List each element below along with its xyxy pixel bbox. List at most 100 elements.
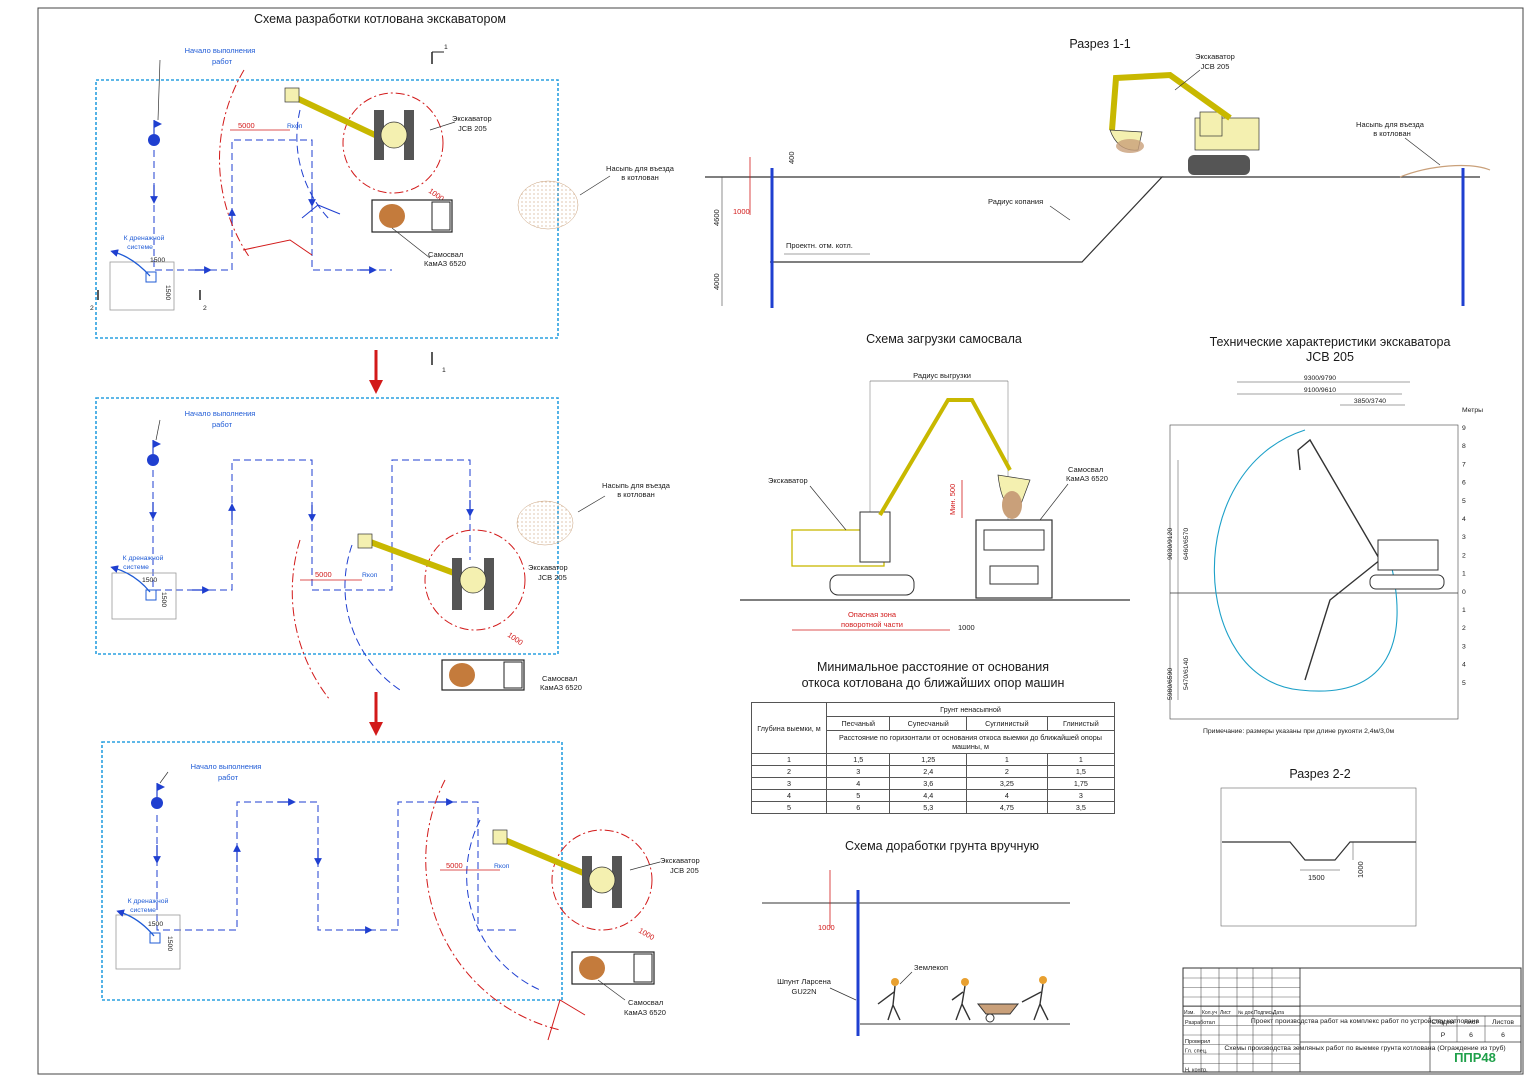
manual-scheme: Схема доработки грунта вручную 1000 Шпун… bbox=[762, 839, 1070, 1036]
svg-text:Разрез 1-1: Разрез 1-1 bbox=[1069, 37, 1130, 51]
table-cell: 1 bbox=[1046, 753, 1115, 766]
svg-text:в котлован: в котлован bbox=[621, 173, 659, 182]
svg-text:в котлован: в котлован bbox=[617, 490, 655, 499]
svg-text:Опасная зона: Опасная зона bbox=[848, 610, 897, 619]
svg-text:1500: 1500 bbox=[148, 921, 163, 928]
plan-stage-3: Начало выполнения работ 1500 1500 К дрен… bbox=[101, 741, 700, 1041]
table-cell: 5 bbox=[751, 801, 827, 814]
svg-text:Насыпь для въезда: Насыпь для въезда bbox=[606, 164, 675, 173]
scale-tick-label: 1 bbox=[1462, 571, 1466, 578]
svg-text:5980/6590: 5980/6590 bbox=[1167, 668, 1174, 700]
start-label: Начало выполнения bbox=[185, 46, 256, 55]
stamp-col-header: Дата bbox=[1273, 1010, 1284, 1016]
svg-text:Самосвал: Самосвал bbox=[628, 998, 663, 1007]
svg-text:Rкоп: Rкоп bbox=[494, 863, 510, 870]
table-cell: 5,3 bbox=[889, 801, 967, 814]
stamp-col-header: Лист bbox=[1220, 1010, 1232, 1016]
plan-stage-2: Начало выполнения работ 1500 1500 К дрен… bbox=[95, 397, 671, 701]
svg-text:Экскаватор: Экскаватор bbox=[1195, 52, 1235, 61]
table-cell: 1,25 bbox=[889, 753, 967, 766]
svg-text:1000: 1000 bbox=[958, 623, 975, 632]
svg-text:поворотной части: поворотной части bbox=[841, 620, 903, 629]
svg-text:JCB 205: JCB 205 bbox=[538, 573, 567, 582]
svg-text:400: 400 bbox=[787, 151, 796, 164]
scale-tick-label: 3 bbox=[1462, 534, 1466, 541]
svg-text:1: 1 bbox=[442, 367, 446, 374]
svg-text:JCB 205: JCB 205 bbox=[1201, 62, 1230, 71]
svg-text:1000: 1000 bbox=[733, 207, 750, 216]
stamp-col-header: Изм. bbox=[1184, 1010, 1195, 1016]
svg-text:1500: 1500 bbox=[166, 936, 173, 951]
svg-text:GU22N: GU22N bbox=[791, 987, 816, 996]
svg-text:1500: 1500 bbox=[164, 285, 171, 300]
svg-text:1000: 1000 bbox=[818, 923, 835, 932]
svg-text:Насыпь для въезда: Насыпь для въезда bbox=[602, 481, 671, 490]
svg-text:работ: работ bbox=[218, 773, 239, 782]
stamp-role: Разработал bbox=[1185, 1020, 1215, 1026]
svg-text:4600: 4600 bbox=[712, 209, 721, 226]
svg-text:3850/3740: 3850/3740 bbox=[1354, 398, 1386, 405]
svg-text:1000: 1000 bbox=[637, 926, 656, 942]
worker-icon-1 bbox=[877, 978, 901, 1021]
svg-text:5000: 5000 bbox=[238, 121, 255, 130]
tech-characteristics: Технические характеристики экскаватора J… bbox=[1167, 335, 1483, 735]
svg-text:Самосвал: Самосвал bbox=[542, 674, 577, 683]
svg-text:К дренажной: К дренажной bbox=[124, 234, 165, 242]
svg-text:Лист: Лист bbox=[1464, 1019, 1479, 1026]
svg-text:Самосвал: Самосвал bbox=[1068, 465, 1103, 474]
table-cell: 4 bbox=[751, 789, 827, 802]
svg-text:КамАЗ 6520: КамАЗ 6520 bbox=[1066, 474, 1108, 483]
scale-tick-label: 8 bbox=[1462, 443, 1466, 450]
table-cell: 1,75 bbox=[1046, 777, 1115, 790]
svg-text:Rкоп: Rкоп bbox=[287, 123, 303, 130]
svg-text:Схема загрузки самосвала: Схема загрузки самосвала bbox=[866, 332, 1022, 346]
svg-text:6: 6 bbox=[1501, 1032, 1505, 1039]
svg-text:системе: системе bbox=[127, 244, 153, 251]
scale-tick-label: 1 bbox=[1462, 607, 1466, 614]
min-distance-table: Глубина выемки, м Грунт ненасыпной Песча… bbox=[751, 702, 1115, 814]
table-cell: 1 bbox=[965, 753, 1048, 766]
scale-tick-label: 9 bbox=[1462, 425, 1466, 432]
svg-text:работ: работ bbox=[212, 57, 233, 66]
svg-text:Проект производства работ на к: Проект производства работ на комплекс ра… bbox=[1251, 1017, 1479, 1025]
scale-tick-label: 4 bbox=[1462, 662, 1466, 669]
svg-text:КамАЗ 6520: КамАЗ 6520 bbox=[424, 259, 466, 268]
scale-tick-label: 5 bbox=[1462, 498, 1466, 505]
svg-text:6: 6 bbox=[1469, 1032, 1473, 1039]
table-cell: 4,75 bbox=[965, 801, 1048, 814]
svg-text:2: 2 bbox=[90, 305, 94, 312]
svg-text:JCB 205: JCB 205 bbox=[670, 866, 699, 875]
svg-text:К дренажной: К дренажной bbox=[123, 554, 164, 562]
stamp-col-header: Подпись bbox=[1254, 1010, 1274, 1016]
table-cell: 3 bbox=[751, 777, 827, 790]
svg-text:1: 1 bbox=[444, 44, 448, 51]
svg-text:Минимальное расстояние от осно: Минимальное расстояние от основания bbox=[817, 660, 1049, 674]
table-cell: 4,4 bbox=[889, 789, 967, 802]
svg-text:Шпунт Ларсена: Шпунт Ларсена bbox=[777, 977, 832, 986]
svg-text:в котлован: в котлован bbox=[1373, 129, 1411, 138]
svg-text:Экскаватор: Экскаватор bbox=[768, 476, 808, 485]
svg-text:Радиус копания: Радиус копания bbox=[988, 197, 1043, 206]
scale-tick-label: 0 bbox=[1462, 589, 1466, 596]
svg-text:5000: 5000 bbox=[315, 570, 332, 579]
svg-text:JCB 205: JCB 205 bbox=[1306, 350, 1354, 364]
svg-text:5000: 5000 bbox=[446, 861, 463, 870]
svg-text:Радиус выгрузки: Радиус выгрузки bbox=[913, 371, 971, 380]
scale-tick-label: 7 bbox=[1462, 461, 1466, 468]
svg-text:Экскаватор: Экскаватор bbox=[660, 856, 700, 865]
table-cell: 3 bbox=[1046, 789, 1115, 802]
svg-text:Метры: Метры bbox=[1462, 407, 1483, 414]
scale-tick-label: 2 bbox=[1462, 552, 1466, 559]
svg-text:Схема доработки грунта вручную: Схема доработки грунта вручную bbox=[845, 839, 1039, 853]
table-cell: 6 bbox=[825, 801, 891, 814]
svg-text:Технические характеристики экс: Технические характеристики экскаватора bbox=[1210, 335, 1451, 349]
col-soil-1: Песчаный bbox=[825, 716, 891, 731]
svg-text:1500: 1500 bbox=[150, 257, 165, 264]
svg-text:КамАЗ 6520: КамАЗ 6520 bbox=[624, 1008, 666, 1017]
svg-text:Самосвал: Самосвал bbox=[428, 250, 463, 259]
